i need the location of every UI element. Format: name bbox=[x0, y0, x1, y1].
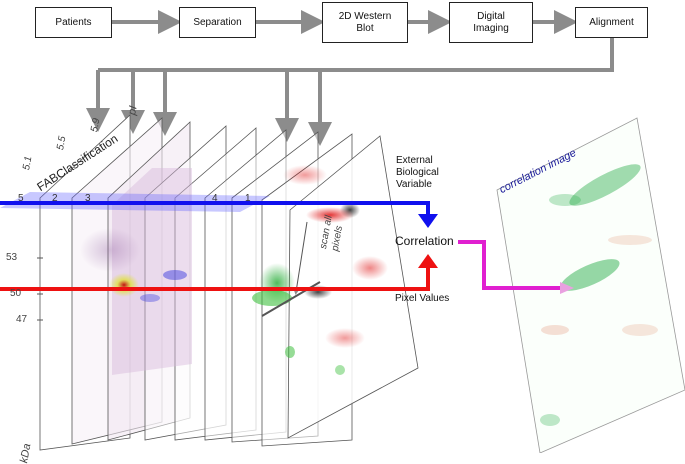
gel-spot bbox=[335, 365, 345, 375]
pixel-arrowhead bbox=[418, 254, 438, 268]
mw-ticks bbox=[37, 257, 43, 321]
pixel-values-label: Pixel Values bbox=[395, 293, 450, 304]
gel-spot bbox=[80, 228, 140, 272]
pi-label: pI bbox=[126, 104, 140, 116]
correlation-spot bbox=[569, 164, 641, 206]
gel-spot bbox=[285, 346, 295, 358]
variable-arrowhead bbox=[418, 214, 438, 228]
gel-spot bbox=[283, 165, 327, 185]
correlation-image-panel bbox=[496, 117, 685, 453]
alignment-label: Alignment bbox=[589, 16, 634, 28]
digital-imaging-label-2: Imaging bbox=[473, 22, 509, 34]
gel-spot bbox=[352, 256, 388, 280]
correlation-spot bbox=[549, 194, 581, 206]
correlation-spot bbox=[541, 325, 569, 335]
pixel-line bbox=[0, 268, 430, 291]
patients-box: Patients bbox=[35, 7, 112, 38]
correlation-image bbox=[496, 117, 685, 453]
western-blot-label-2: Blot bbox=[356, 22, 374, 34]
correlation-label: Correlation bbox=[395, 234, 454, 248]
external-label-1: External bbox=[396, 155, 433, 166]
scan-arrow bbox=[293, 221, 308, 295]
separation-label: Separation bbox=[193, 16, 242, 28]
fab-number: 1 bbox=[245, 193, 251, 204]
gel-spot bbox=[140, 294, 160, 302]
gel-spot bbox=[325, 328, 365, 348]
gel-spot bbox=[252, 290, 292, 306]
digital-imaging-label-1: Digital bbox=[477, 10, 505, 22]
gel-spot bbox=[163, 270, 187, 280]
fab-number: 3 bbox=[85, 193, 91, 204]
western-blot-box: 2D Western Blot bbox=[322, 2, 408, 43]
patients-label: Patients bbox=[55, 16, 92, 28]
mw-label-50: 50 bbox=[10, 288, 22, 299]
external-label-3: Variable bbox=[396, 179, 432, 190]
fab-number: 2 bbox=[52, 193, 58, 204]
mw-label-47: 47 bbox=[16, 314, 28, 325]
correlation-spot bbox=[540, 414, 560, 426]
gel-spot bbox=[306, 207, 354, 223]
correlation-spot bbox=[622, 324, 658, 336]
correlation-arrow bbox=[458, 240, 560, 290]
diagram-canvas bbox=[0, 10, 685, 453]
western-blot-label-1: 2D Western bbox=[338, 10, 392, 22]
kda-label: kDa bbox=[18, 442, 34, 464]
correlation-spot bbox=[560, 259, 620, 291]
flow-arrows bbox=[86, 10, 614, 146]
separation-box: Separation bbox=[179, 7, 256, 38]
highlighted-plane bbox=[112, 168, 192, 375]
alignment-box: Alignment bbox=[575, 7, 648, 38]
alignment-distribution-line bbox=[98, 38, 614, 72]
external-variable-label: External Biological Variable bbox=[396, 155, 439, 191]
correlation-spot bbox=[608, 235, 652, 245]
digital-imaging-box: Digital Imaging bbox=[449, 2, 533, 43]
fab-number: 4 bbox=[212, 193, 218, 204]
gel-spot bbox=[109, 273, 139, 297]
external-label-2: Biological bbox=[396, 167, 439, 178]
mw-label-53: 53 bbox=[6, 252, 18, 263]
correlation-arrowhead bbox=[560, 282, 574, 294]
fab-number: 5 bbox=[18, 193, 24, 204]
